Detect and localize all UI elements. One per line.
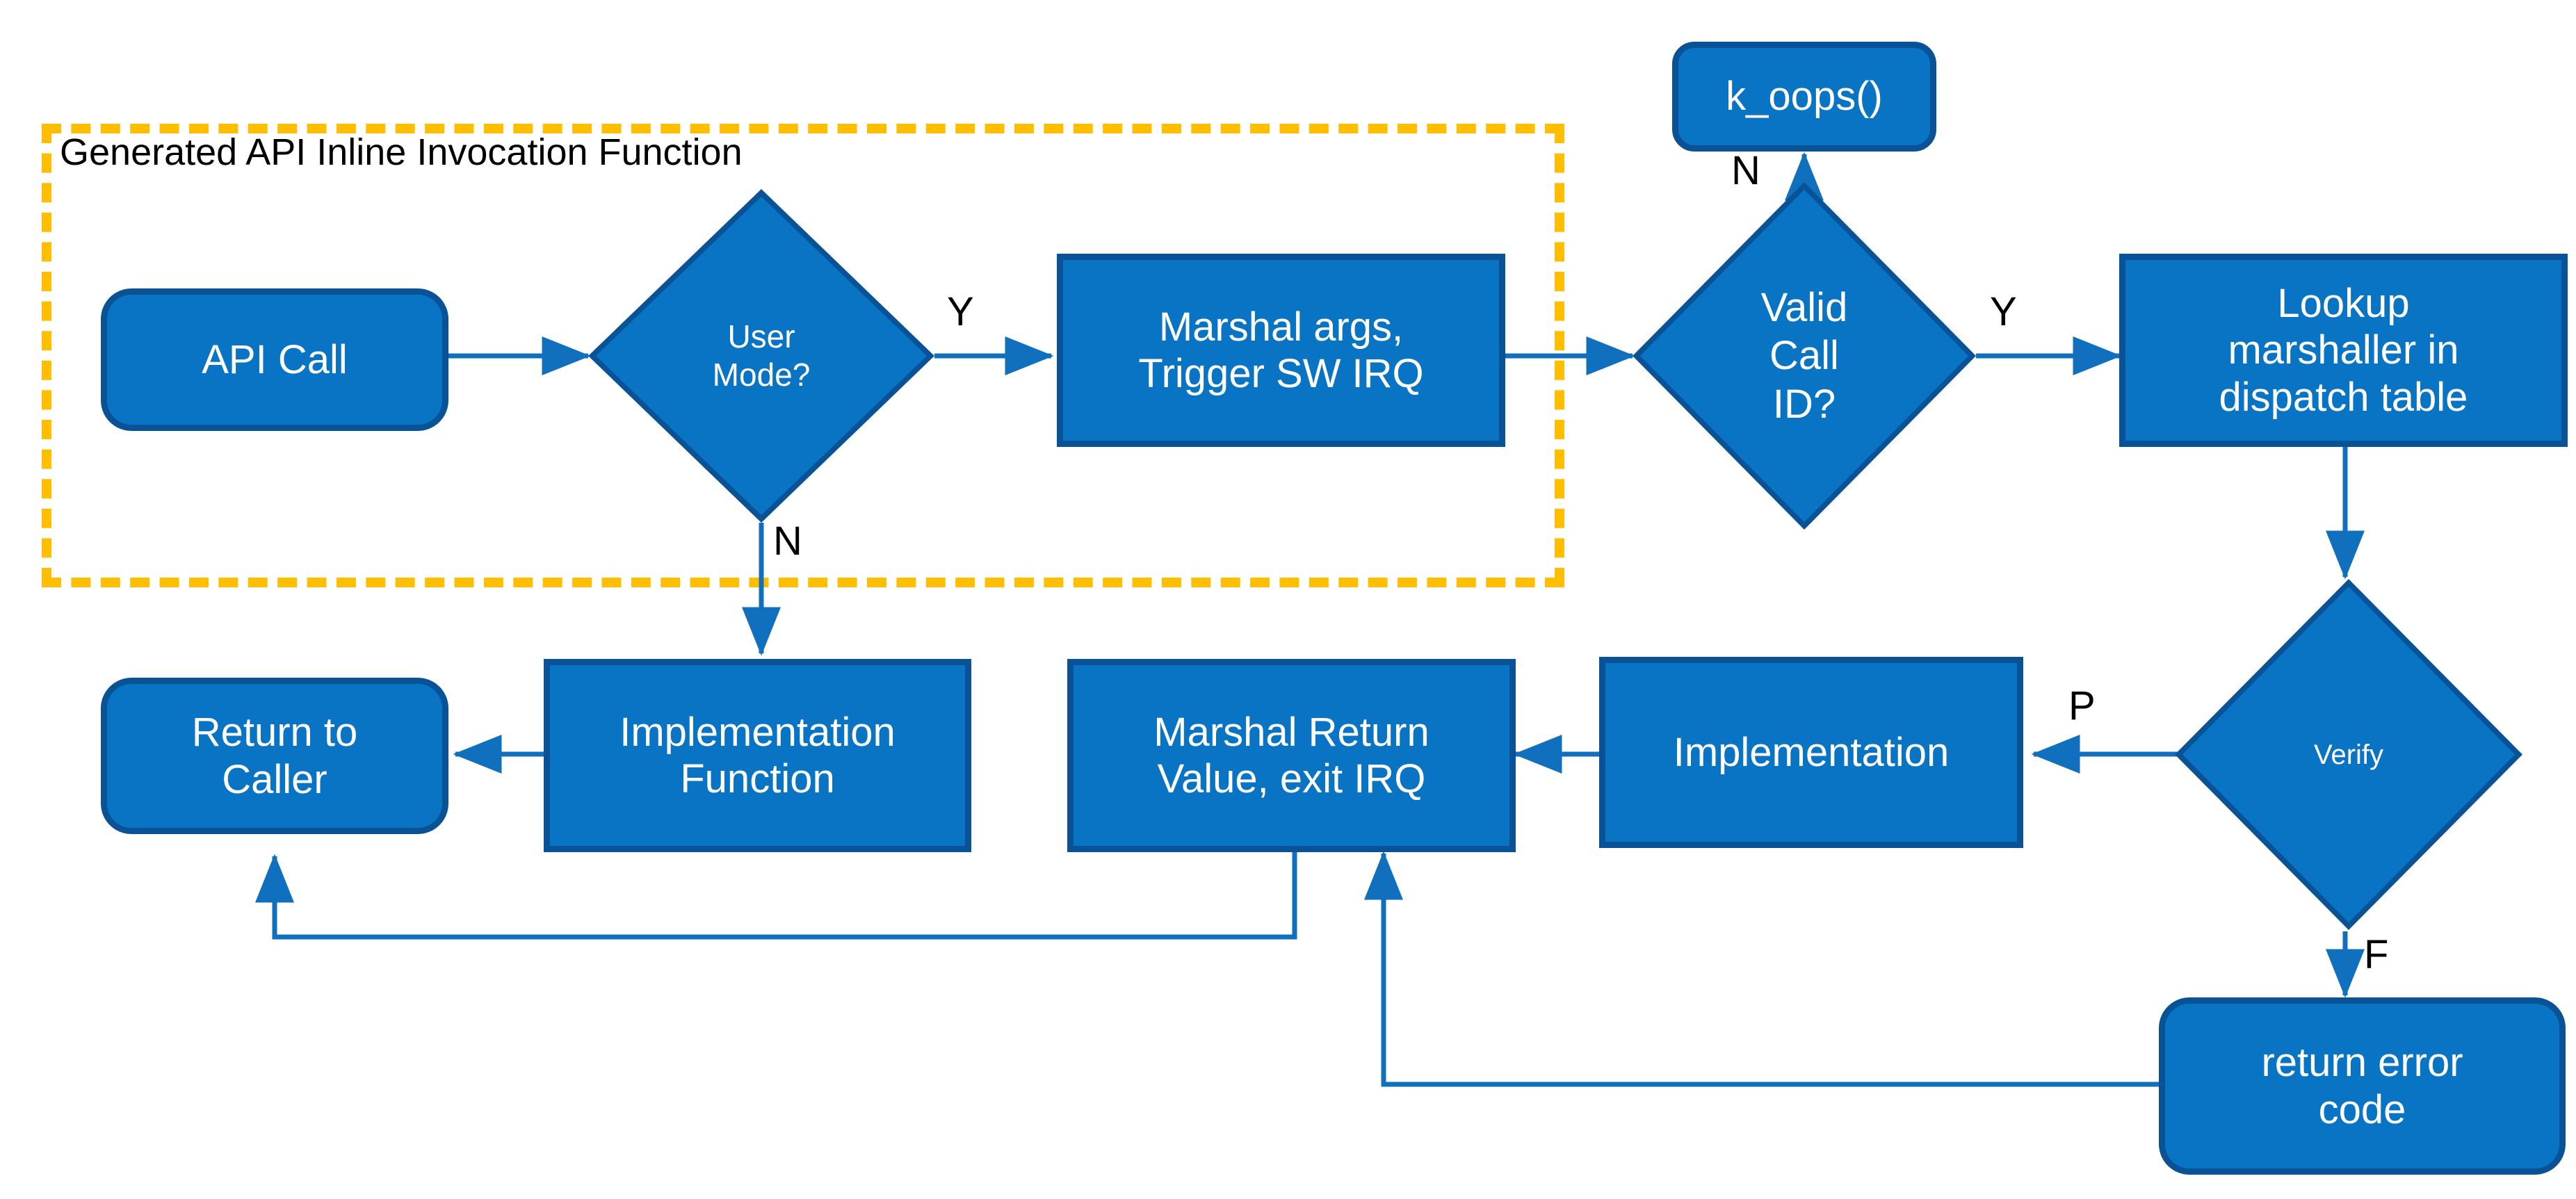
node-implementation[interactable]: Implementation [1599,657,2023,848]
edge-marshal-return-to-return-to-caller [255,847,1297,940]
node-lookup-marshaller[interactable]: Lookup marshaller in dispatch table [2119,254,2568,447]
node-marshal-return[interactable]: Marshal Return Value, exit IRQ [1067,659,1516,852]
edge-label-valid-call-id-no: N [1731,148,1760,193]
generated-api-group-boundary [42,124,1564,587]
node-user-mode[interactable]: User Mode? [588,189,934,523]
node-marshal-args[interactable]: Marshal args, Trigger SW IRQ [1057,254,1505,447]
node-verify-label: Verify [2313,739,2384,770]
node-valid-call-id-label: Valid Call ID? [1760,284,1848,427]
node-verify[interactable]: Verify [2175,579,2522,930]
node-api-call[interactable]: API Call [101,288,448,431]
edge-label-user-mode-yes: Y [947,289,974,334]
edge-return-error-to-marshal-return [1364,851,2159,1087]
edge-label-verify-pass: P [2068,683,2096,728]
group-title-label: Generated API Inline Invocation Function [60,131,743,173]
node-user-mode-label: User Mode? [712,318,811,393]
node-valid-call-id[interactable]: Valid Call ID? [1633,182,1976,530]
edge-label-user-mode-no: N [773,519,802,564]
node-return-error-code[interactable]: return error code [2159,997,2566,1175]
edge-label-verify-fail: F [2364,932,2389,977]
node-return-to-caller[interactable]: Return to Caller [101,678,448,834]
edge-label-valid-call-id-yes: Y [1990,289,2017,334]
node-impl-function[interactable]: Implementation Function [544,659,971,852]
node-k-oops[interactable]: k_oops() [1672,42,1936,152]
